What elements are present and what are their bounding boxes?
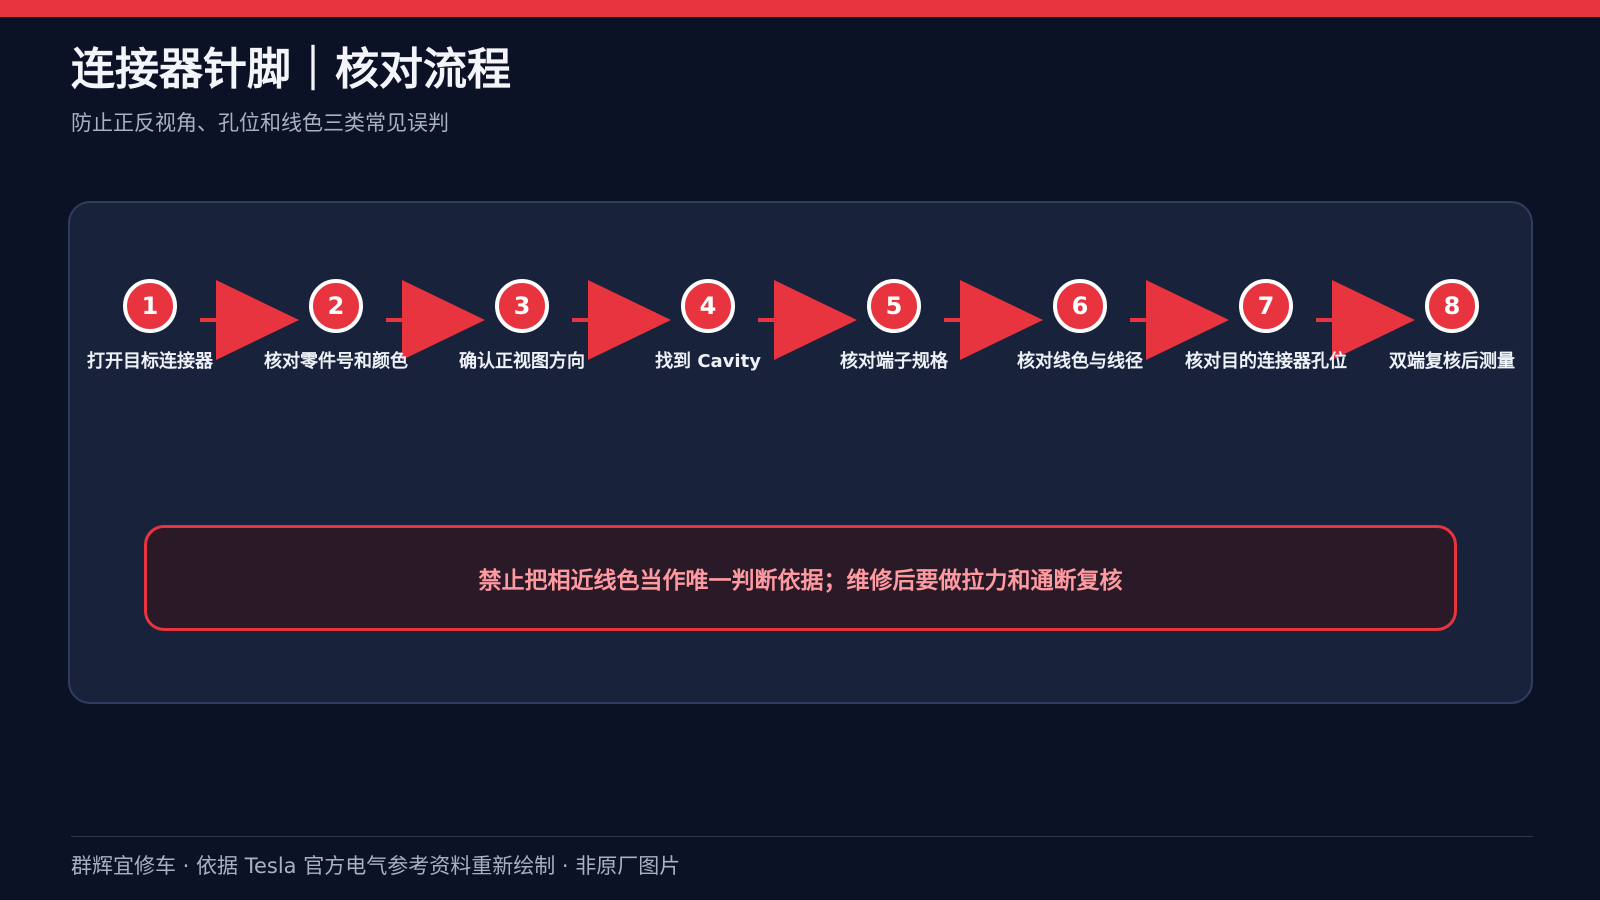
flow-arrow-6	[1130, 280, 1229, 360]
arrow-head	[1332, 280, 1415, 360]
arrow-head	[1146, 280, 1229, 360]
flow-step-8: 8 双端复核后测量	[1362, 279, 1542, 419]
page-subtitle: 防止正反视角、孔位和线色三类常见误判	[71, 111, 449, 135]
flow-arrow-4	[758, 280, 857, 360]
step-number-badge: 8	[1425, 279, 1479, 333]
step-label: 确认正视图方向	[459, 351, 585, 372]
arrow-head	[216, 280, 299, 360]
step-number-badge: 6	[1053, 279, 1107, 333]
step-number-badge: 7	[1239, 279, 1293, 333]
step-number-badge: 3	[495, 279, 549, 333]
flow-step-7: 7 核对目的连接器孔位	[1176, 279, 1356, 419]
page-title: 连接器针脚｜核对流程	[71, 44, 511, 95]
step-label: 核对端子规格	[840, 351, 948, 372]
step-label: 双端复核后测量	[1389, 351, 1515, 372]
arrow-head	[588, 280, 671, 360]
step-label: 核对线色与线径	[1017, 351, 1143, 372]
step-label: 核对目的连接器孔位	[1185, 351, 1347, 372]
arrow-head	[402, 280, 485, 360]
flow-arrow-3	[572, 280, 671, 360]
step-number-badge: 2	[309, 279, 363, 333]
step-label: 核对零件号和颜色	[264, 351, 408, 372]
flow-step-5: 5 核对端子规格	[804, 279, 984, 419]
step-number-badge: 1	[123, 279, 177, 333]
warning-text: 禁止把相近线色当作唯一判断依据；维修后要做拉力和通断复核	[478, 568, 1123, 594]
warning-box: 禁止把相近线色当作唯一判断依据；维修后要做拉力和通断复核	[144, 525, 1457, 631]
flow-step-6: 6 核对线色与线径	[990, 279, 1170, 419]
flow-step-4: 4 找到 Cavity	[618, 279, 798, 419]
step-number-badge: 4	[681, 279, 735, 333]
footer-credit: 群辉宜修车 · 依据 Tesla 官方电气参考资料重新绘制 · 非原厂图片	[71, 854, 681, 878]
flow-step-1: 1 打开目标连接器	[60, 279, 240, 419]
flow-step-3: 3 确认正视图方向	[432, 279, 612, 419]
step-label: 打开目标连接器	[87, 351, 213, 372]
flow-arrow-7	[1316, 280, 1415, 360]
flow-step-2: 2 核对零件号和颜色	[246, 279, 426, 419]
flow-arrow-2	[386, 280, 485, 360]
step-number-badge: 5	[867, 279, 921, 333]
arrow-head	[774, 280, 857, 360]
step-label: 找到 Cavity	[655, 351, 761, 372]
flow-arrow-5	[944, 280, 1043, 360]
footer-divider	[71, 836, 1533, 837]
flow-arrow-1	[200, 280, 299, 360]
arrow-head	[960, 280, 1043, 360]
top-accent-bar	[0, 0, 1600, 17]
